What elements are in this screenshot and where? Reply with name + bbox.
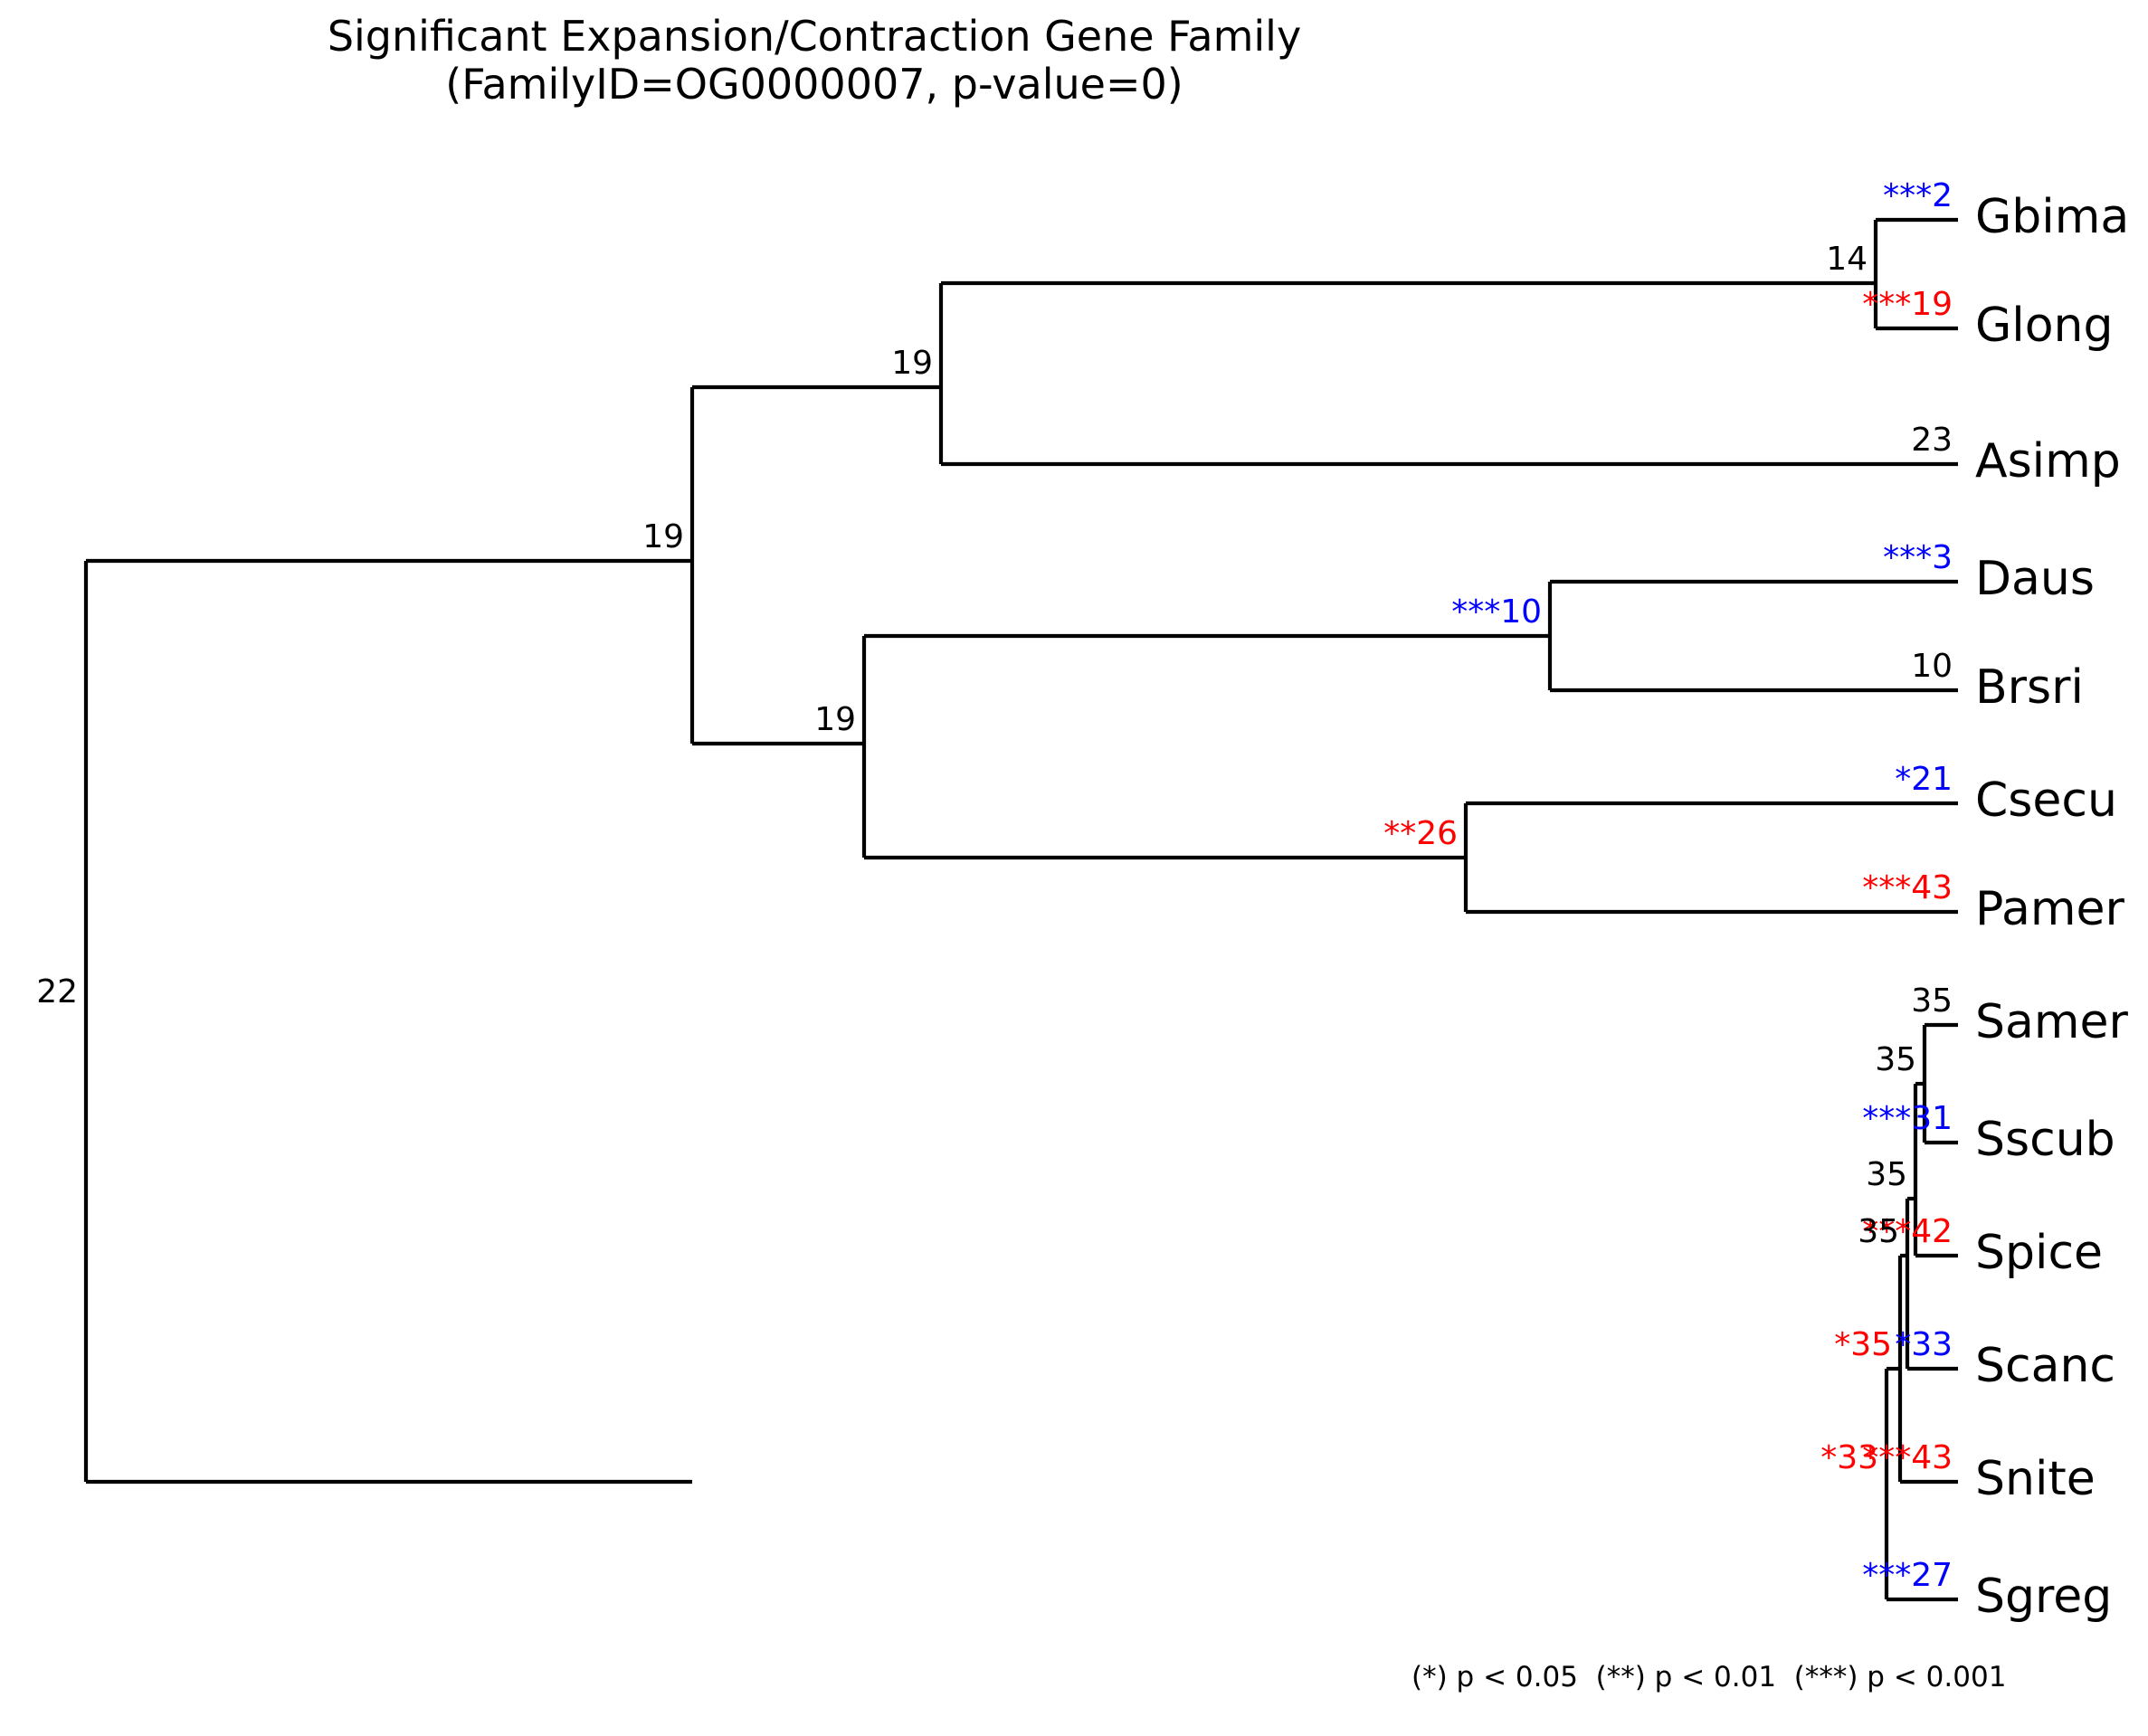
- label-tip-gbima: ***2: [1883, 177, 1953, 214]
- tip-label-snite: Snite: [1975, 1452, 2096, 1506]
- tip-label-daus: Daus: [1975, 552, 2095, 606]
- figure-title: Significant Expansion/Contraction Gene F…: [0, 12, 1629, 109]
- label-n-sall: *33: [1820, 1439, 1878, 1476]
- tip-label-gbima: Gbima: [1975, 190, 2129, 244]
- tree-branches: [83, 217, 1958, 1602]
- label-tip-pamer: ***43: [1862, 869, 1953, 906]
- label-n-scanc: 35: [1858, 1213, 1899, 1250]
- label-tip-asimp: 23: [1911, 422, 1953, 459]
- label-n-cp: **26: [1383, 815, 1458, 852]
- tip-label-csecu: Csecu: [1975, 773, 2117, 828]
- label-n-sscub: 35: [1875, 1041, 1916, 1078]
- label-tip-sgreg: ***27: [1862, 1557, 1953, 1594]
- tip-label-scanc: Scanc: [1975, 1339, 2115, 1393]
- label-n-gg: 19: [891, 345, 933, 382]
- label-n-spice: 35: [1866, 1156, 1907, 1193]
- tree-node-labels: 22 19 19 14 19 ***10 **26 ***2 ***19 23 ***3 10 *21 *…: [36, 177, 1953, 1594]
- label-tip-daus: ***3: [1883, 539, 1953, 576]
- tip-label-sscub: Sscub: [1975, 1113, 2115, 1167]
- title-line-2: (FamilyID=OG0000007, p-value=0): [445, 60, 1183, 109]
- tip-label-sgreg: Sgreg: [1975, 1570, 2112, 1624]
- tip-label-spice: Spice: [1975, 1226, 2103, 1280]
- label-tip-csecu: *21: [1895, 761, 1953, 798]
- tree-tip-labels: GbimaGlongAsimpDausBrsriCsecuPamerSamerS…: [1975, 190, 2129, 1624]
- label-n-upper: 19: [642, 518, 684, 555]
- label-n-db: ***10: [1451, 593, 1542, 631]
- label-tip-spice: ***42: [1862, 1213, 1953, 1250]
- significance-legend: (*) p < 0.05 (**) p < 0.01 (***) p < 0.0…: [1411, 1661, 2007, 1693]
- label-tip-glong: ***19: [1862, 286, 1953, 323]
- tip-label-pamer: Pamer: [1975, 882, 2125, 936]
- label-tip-snite: ***43: [1862, 1439, 1953, 1476]
- title-line-1: Significant Expansion/Contraction Gene F…: [327, 12, 1302, 61]
- label-tip-scanc: *33: [1895, 1326, 1953, 1363]
- tip-label-brsri: Brsri: [1975, 660, 2084, 715]
- tip-label-samer: Samer: [1975, 995, 2129, 1049]
- tip-label-glong: Glong: [1975, 299, 2114, 353]
- label-root: 22: [36, 973, 78, 1010]
- label-tip-sscub: ***31: [1862, 1100, 1953, 1137]
- label-n-gbglo: 14: [1826, 241, 1868, 278]
- label-tip-samer: 35: [1911, 982, 1953, 1020]
- tip-label-asimp: Asimp: [1975, 434, 2121, 489]
- label-n-nosgreg: *35: [1834, 1326, 1892, 1363]
- label-n-dbcp: 19: [814, 701, 856, 738]
- label-tip-brsri: 10: [1911, 648, 1953, 685]
